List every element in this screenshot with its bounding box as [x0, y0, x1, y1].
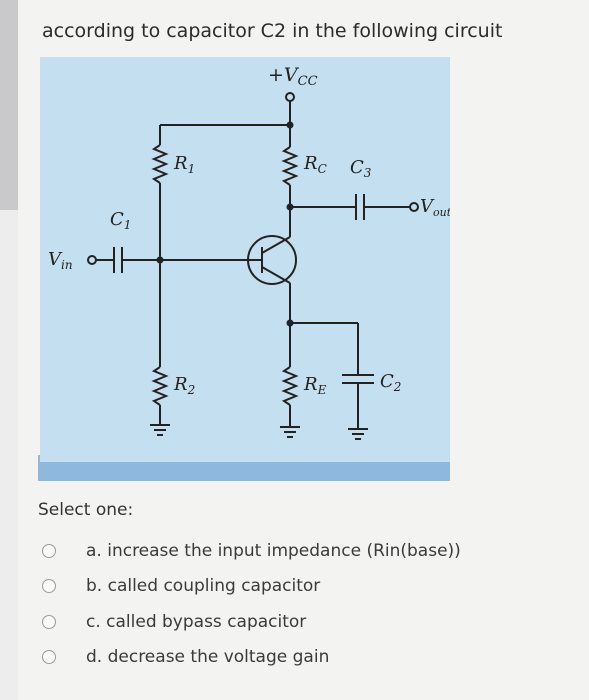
radio-icon[interactable]	[42, 615, 56, 629]
radio-icon[interactable]	[42, 544, 56, 558]
left-sidebar-strip	[0, 0, 18, 210]
r2-resistor-icon	[151, 366, 169, 406]
left-sidebar-strip-lower	[0, 210, 18, 700]
c3-label: C3	[350, 157, 372, 180]
option-c[interactable]: c. called bypass capacitor	[42, 608, 306, 636]
vout-terminal-icon	[409, 202, 419, 212]
vin-label: Vin	[48, 249, 73, 272]
option-c-label: c. called bypass capacitor	[86, 612, 307, 632]
option-b-label: b. called coupling capacitor	[86, 576, 321, 596]
r1-resistor-icon	[151, 144, 169, 184]
re-label: RE	[303, 374, 327, 397]
c2-label: C2	[380, 371, 401, 394]
circuit-diagram: +VCC R1 R2 RC RE C3 C1 C2 Vin Vout	[48, 64, 450, 440]
circuit-figure: +VCC R1 R2 RC RE C3 C1 C2 Vin Vout	[40, 57, 450, 462]
r1-label: R1	[173, 153, 195, 176]
option-a-label: a. increase the input impedance (Rin(bas…	[86, 541, 461, 561]
re-resistor-icon	[281, 366, 299, 406]
vcc-label: +VCC	[268, 64, 318, 89]
radio-icon[interactable]	[42, 579, 56, 593]
r2-label: R2	[173, 374, 195, 397]
select-one-prompt: Select one:	[38, 500, 134, 520]
vout-label: Vout	[420, 196, 450, 219]
option-a[interactable]: a. increase the input impedance (Rin(bas…	[42, 537, 461, 565]
option-d[interactable]: d. decrease the voltage gain	[42, 643, 329, 671]
rc-resistor-icon	[281, 146, 299, 186]
option-b[interactable]: b. called coupling capacitor	[42, 572, 320, 600]
radio-icon[interactable]	[42, 650, 56, 664]
c1-label: C1	[110, 209, 131, 232]
question-text: according to capacitor C2 in the followi…	[42, 20, 503, 42]
vcc-terminal-icon	[285, 92, 295, 102]
rc-label: RC	[303, 153, 327, 176]
option-d-label: d. decrease the voltage gain	[86, 647, 330, 667]
vin-terminal-icon	[87, 255, 97, 265]
